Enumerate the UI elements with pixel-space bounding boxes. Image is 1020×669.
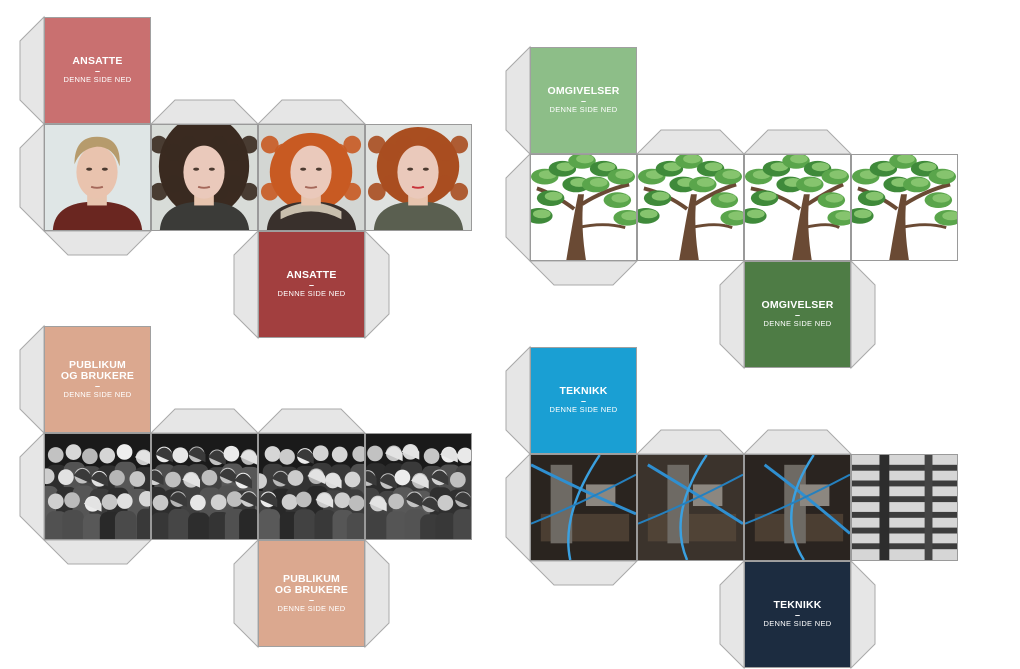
ansatte-tab-bottom-face-right: [364, 229, 390, 340]
omgivelser-tab-bottom-left: [528, 260, 639, 286]
teknikk-tab-top-1: [635, 429, 746, 455]
omgivelser-label-title: OMGIVELSER: [761, 300, 833, 311]
publikum-tab-bottom-face-right: [364, 538, 390, 649]
stage-machinery-photo: [637, 454, 744, 561]
stage-machinery-photo: [744, 454, 851, 561]
ansatte-label-title-line: ANSATTE: [72, 55, 123, 67]
teknikk-bottom-label-face: TEKNIKK–DENNE SIDE NED: [744, 561, 851, 668]
teknikk-tab-bottom-left: [528, 560, 639, 586]
teknikk-tab-bottom-face-left: [719, 559, 745, 669]
group-photo: [44, 433, 151, 540]
teknikk-label-title-line: TEKNIKK: [773, 599, 822, 611]
teknikk-label-subtitle: DENNE SIDE NED: [549, 405, 618, 414]
publikum-tab-top-1: [149, 408, 260, 434]
publikum-tab-bottom-left: [42, 539, 153, 565]
pine-tree-photo: [637, 154, 744, 261]
curly-hair-portrait: [151, 124, 258, 231]
ansatte-label-dash: –: [94, 66, 100, 76]
omgivelser-label-title-line: OMGIVELSER: [761, 299, 834, 311]
queen-wig-portrait: [258, 124, 365, 231]
omgivelser-top-label-face: OMGIVELSER–DENNE SIDE NED: [530, 47, 637, 154]
teknikk-top-label-face: TEKNIKK–DENNE SIDE NED: [530, 347, 637, 454]
pine-tree-photo: [530, 154, 637, 261]
ansatte-bottom-label-face: ANSATTE–DENNE SIDE NED: [258, 231, 365, 338]
ansatte-label-dash: –: [308, 280, 314, 290]
publikum-label-dash: –: [94, 380, 100, 391]
red-wig-portrait: [365, 124, 472, 231]
omgivelser-tab-top-1: [635, 129, 746, 155]
stage-machinery-photo: [851, 454, 958, 561]
teknikk-tab-left-top: [505, 345, 531, 456]
teknikk-label-title: TEKNIKK: [559, 386, 607, 397]
teknikk-label-dash: –: [580, 396, 586, 406]
publikum-label-title-line: OG BRUKERE: [274, 583, 349, 596]
omgivelser-tab-bottom-face-right: [850, 259, 876, 370]
teknikk-label-dash: –: [794, 610, 800, 620]
omgivelser-label-subtitle: DENNE SIDE NED: [763, 319, 832, 328]
group-photo: [258, 433, 365, 540]
omgivelser-label-dash: –: [580, 96, 586, 106]
omgivelser-label-title-line: OMGIVELSER: [547, 85, 620, 97]
omgivelser-tab-top-2: [742, 129, 853, 155]
teknikk-tab-top-2: [742, 429, 853, 455]
ansatte-tab-left-top: [19, 15, 45, 126]
publikum-tab-left-row: [19, 431, 45, 542]
pine-tree-photo: [851, 154, 958, 261]
publikum-label-title-line: OG BRUKERE: [60, 369, 135, 382]
ansatte-label-title-line: ANSATTE: [286, 269, 337, 281]
ansatte-tab-top-1: [149, 99, 260, 125]
omgivelser-bottom-label-face: OMGIVELSER–DENNE SIDE NED: [744, 261, 851, 368]
ansatte-tab-left-row: [19, 122, 45, 233]
ansatte-label-subtitle: DENNE SIDE NED: [277, 289, 346, 298]
ansatte-tab-top-2: [256, 99, 367, 125]
woman-portrait: [44, 124, 151, 231]
teknikk-tab-left-row: [505, 452, 531, 563]
omgivelser-label-subtitle: DENNE SIDE NED: [549, 105, 618, 114]
pine-tree-photo: [744, 154, 851, 261]
omgivelser-tab-left-row: [505, 152, 531, 263]
ansatte-tab-bottom-left: [42, 230, 153, 256]
publikum-tab-left-top: [19, 324, 45, 435]
omgivelser-tab-left-top: [505, 45, 531, 156]
publikum-label-title-line: PUBLIKUM: [68, 358, 126, 371]
group-photo: [151, 433, 258, 540]
publikum-label-subtitle: DENNE SIDE NED: [63, 389, 132, 399]
ansatte-label-subtitle: DENNE SIDE NED: [63, 75, 132, 84]
ansatte-label-title: ANSATTE: [72, 56, 122, 67]
publikum-tab-top-2: [256, 408, 367, 434]
publikum-tab-bottom-face-left: [233, 538, 259, 649]
publikum-label-title-line: PUBLIKUM: [282, 572, 340, 585]
ansatte-label-title: ANSATTE: [286, 270, 336, 281]
teknikk-label-title-line: TEKNIKK: [559, 385, 608, 397]
teknikk-tab-bottom-face-right: [850, 559, 876, 669]
omgivelser-label-dash: –: [794, 310, 800, 320]
omgivelser-label-title: OMGIVELSER: [547, 86, 619, 97]
ansatte-top-label-face: ANSATTE–DENNE SIDE NED: [44, 17, 151, 124]
omgivelser-tab-bottom-face-left: [719, 259, 745, 370]
teknikk-label-title: TEKNIKK: [773, 600, 821, 611]
teknikk-label-subtitle: DENNE SIDE NED: [763, 619, 832, 628]
ansatte-tab-bottom-face-left: [233, 229, 259, 340]
publikum-label-subtitle: DENNE SIDE NED: [277, 603, 346, 613]
publikum-label-dash: –: [308, 594, 314, 605]
group-photo: [365, 433, 472, 540]
stage-machinery-photo: [530, 454, 637, 561]
